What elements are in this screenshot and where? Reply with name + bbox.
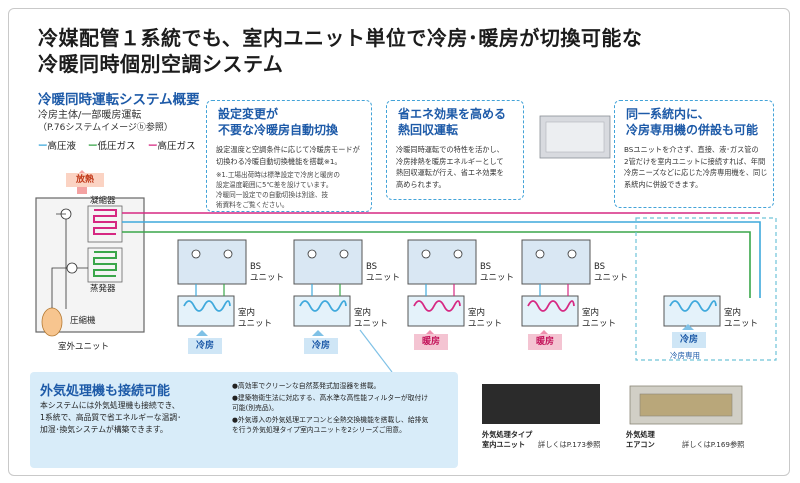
page-frame bbox=[8, 8, 790, 476]
condenser-coil bbox=[93, 209, 117, 235]
indoor-unit-label: 室内ユニット bbox=[238, 308, 273, 329]
section-title: 冷暖同時運転システム概要 bbox=[38, 92, 200, 108]
low-pressure-gas-pipe bbox=[122, 231, 751, 298]
outdoor-air-indoor-unit-photo bbox=[482, 384, 600, 424]
indoor-unit-label: 室内ユニット bbox=[468, 308, 503, 329]
legend-high-pressure-gas: ー高圧ガス bbox=[148, 138, 196, 152]
callout-heat-recovery-title: 省エネ効果を高める bbox=[398, 107, 507, 121]
legend-swatch: ー bbox=[148, 141, 158, 152]
callout-cooling-only-title: 同一系統内に、 bbox=[626, 107, 710, 121]
callout-cooling-only-title: 冷房専用機の併設も可能 bbox=[626, 123, 759, 137]
callout-auto-switching-title: 不要な冷暖房自動切換 bbox=[218, 123, 339, 137]
page-title-line1: 冷媒配管１系統でも、室内ユニット単位で冷房･暖房が切換可能な bbox=[38, 26, 643, 50]
indoor-unit bbox=[293, 295, 351, 327]
callout-cooling-only bbox=[614, 100, 774, 208]
cooling-only-sublabel: 冷房専用 bbox=[670, 351, 700, 360]
indoor-unit bbox=[663, 295, 721, 327]
mode-tag-heating: 暖房 bbox=[528, 334, 562, 350]
compressor-label: 圧縮機 bbox=[70, 316, 96, 326]
indoor-unit-label: 室内ユニット bbox=[724, 308, 759, 329]
cooling-only-zone bbox=[635, 217, 777, 361]
bs-unit bbox=[293, 239, 363, 285]
callout-heat-recovery-title: 熱回収運転 bbox=[398, 123, 459, 137]
callout-heat-recovery bbox=[386, 100, 524, 200]
bs-units bbox=[177, 239, 591, 285]
bs-unit bbox=[407, 239, 477, 285]
legend-high-pressure-liquid: ー高圧液 bbox=[38, 138, 76, 152]
expansion-valve bbox=[66, 262, 78, 274]
heat-release-tag bbox=[66, 173, 104, 187]
indoor-unit-label: 室内ユニット bbox=[354, 308, 389, 329]
bs-unit bbox=[521, 239, 591, 285]
heat-release-label: 放熱 bbox=[75, 175, 94, 185]
mode-tag-cooling: 冷房 bbox=[304, 338, 338, 354]
section-reference: （P.76システムイメージⓑ参照） bbox=[38, 123, 173, 133]
callout-auto-switching-title: 設定変更が bbox=[218, 107, 279, 121]
outdoor-air-panel-title: 外気処理機も接続可能 bbox=[40, 384, 171, 399]
evaporator-coil bbox=[93, 251, 117, 277]
legend-label: 低圧ガス bbox=[97, 141, 136, 152]
outdoor-air-panel-body: 本システムには外気処理機も接続でき、1系統で、高品質で省エネルギーな温調･加湿･… bbox=[40, 401, 182, 434]
mode-tag-cooling: 冷房 bbox=[672, 332, 706, 348]
feature-item: ●建築物衛生法に対応する、高水準な高性能フィルターが取付け可能(別売品)。 bbox=[232, 393, 429, 413]
legend-low-pressure-gas: ー低圧ガス bbox=[88, 138, 136, 152]
legend-swatch: ー bbox=[88, 141, 98, 152]
compressor bbox=[41, 307, 63, 337]
section-subtitle: 冷房主体/一部暖房運転 bbox=[38, 110, 142, 121]
condenser-label: 凝縮器 bbox=[90, 196, 116, 206]
legend-label: 高圧液 bbox=[47, 141, 77, 152]
feature-item: ●高効率でクリーンな自然蒸発式加湿器を搭載。 bbox=[232, 382, 381, 390]
outdoor-unit-label: 室外ユニット bbox=[58, 342, 110, 352]
outdoor-air-panel bbox=[30, 372, 458, 468]
outdoor-air-feature-list: ●高効率でクリーンな自然蒸発式加湿器を搭載。 ●建築物衛生法に対応する、高水準な… bbox=[232, 381, 454, 437]
legend-label: 高圧ガス bbox=[157, 141, 196, 152]
mode-tag-cooling: 冷房 bbox=[188, 338, 222, 354]
page-title-line2: 冷暖同時個別空調システム bbox=[38, 52, 284, 76]
callout-auto-switching-body: 設定温度と空調条件に応じて冷暖房モードが切換わる冷暖自動切換機能を搭載※1。 bbox=[216, 145, 360, 166]
product-reference-link[interactable]: 詳しくはP.173参照 bbox=[538, 440, 601, 449]
product-name: 外気処理タイプ室内ユニット bbox=[482, 430, 533, 449]
callout-auto-switching-note: ※1.工場出荷時は標準設定で冷房と暖房の設定温度範囲に5℃差を設けています。冷暖… bbox=[216, 171, 340, 209]
evaporator-label: 蒸発器 bbox=[90, 284, 116, 294]
high-pressure-liquid-pipe bbox=[122, 221, 761, 298]
callout-heat-recovery-body: 冷暖同時運転での特性を活かし、冷房排熱を暖房エネルギーとして熱回収運転が行え、省… bbox=[396, 145, 504, 189]
indoor-unit-label: 室内ユニット bbox=[582, 308, 617, 329]
indoor-unit bbox=[407, 295, 465, 327]
feature-item: ●外気導入の外気処理エアコンと全熱交換機能を搭載し、給排気を行う外気処理タイプ室… bbox=[232, 415, 429, 435]
product-reference-link[interactable]: 詳しくはP.169参照 bbox=[682, 440, 745, 449]
bs-unit bbox=[177, 239, 247, 285]
indoor-unit bbox=[177, 295, 235, 327]
callout-auto-switching bbox=[206, 100, 372, 212]
indoor-unit bbox=[521, 295, 579, 327]
legend-swatch: ー bbox=[38, 141, 48, 152]
mode-tag-heating: 暖房 bbox=[414, 334, 448, 350]
product-name: 外気処理エアコン bbox=[626, 430, 655, 449]
